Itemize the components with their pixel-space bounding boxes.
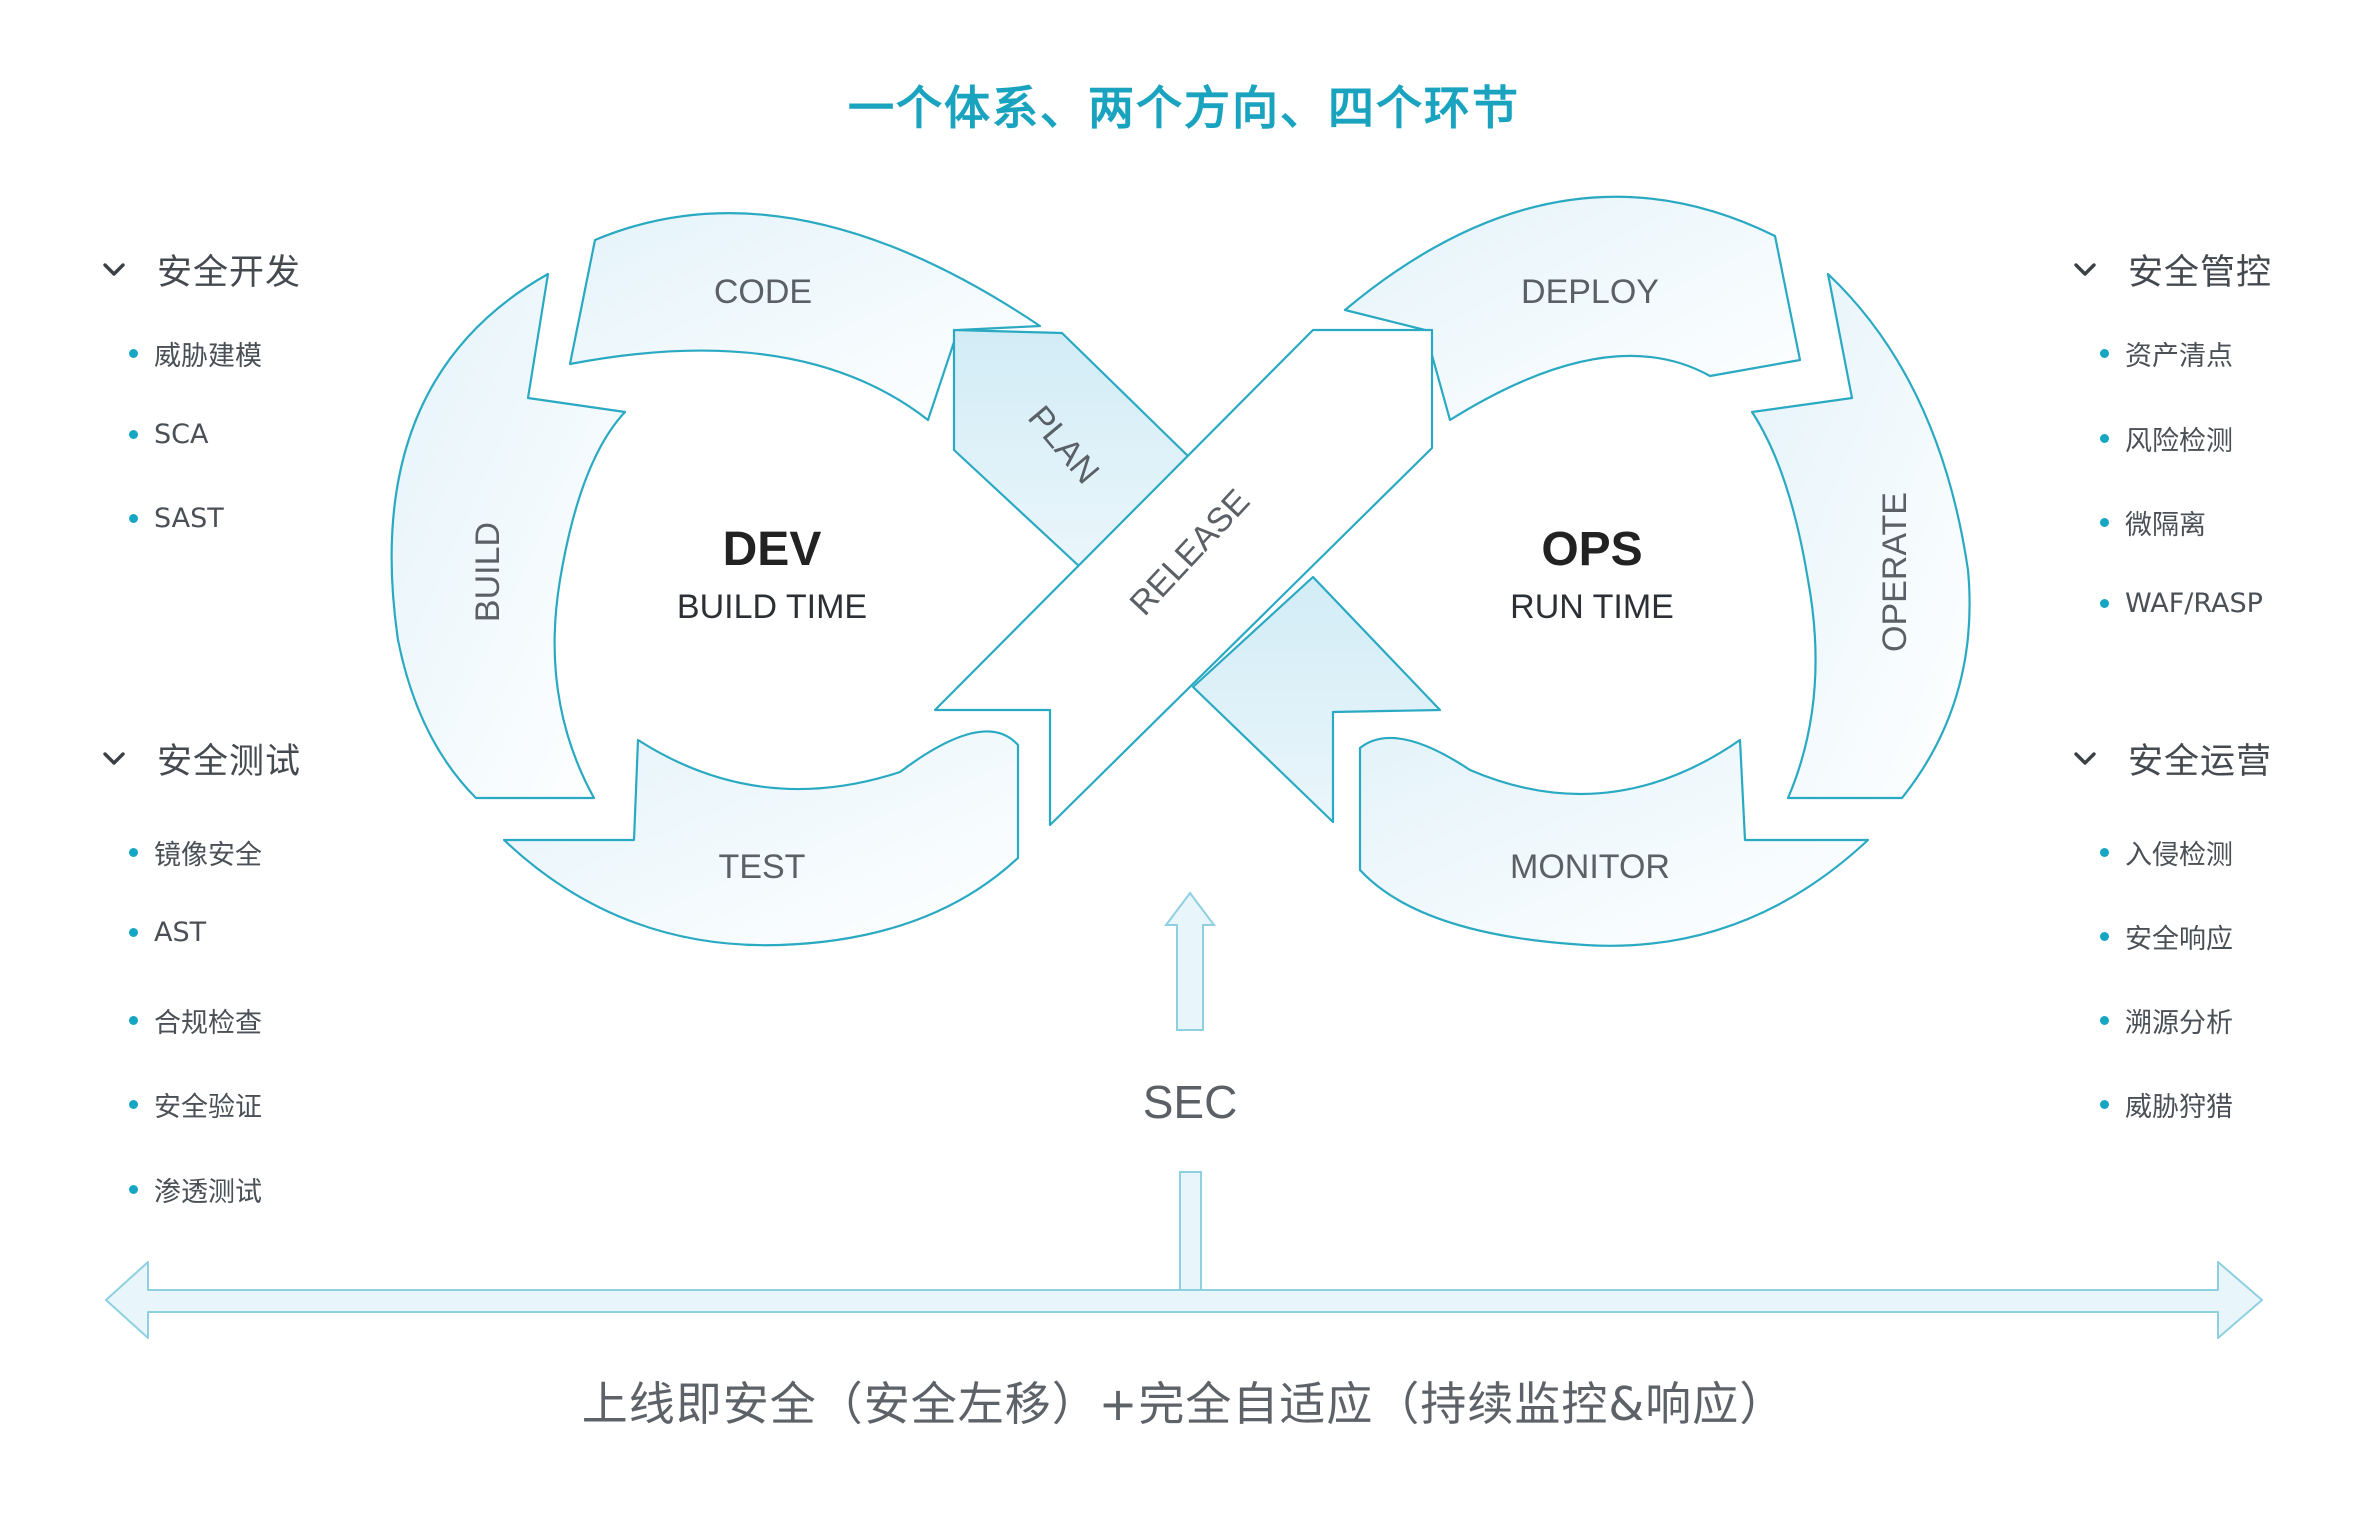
group-security-operations: 安全运营	[2072, 735, 2273, 782]
stage-operate-label: OPERATE	[1876, 492, 1914, 652]
sec-timeline-connector	[1179, 1171, 1202, 1291]
list-item: 溯源分析	[2100, 1001, 2233, 1040]
list-item: 威胁狩猎	[2100, 1085, 2233, 1124]
stage-build-label: BUILD	[469, 522, 507, 622]
list-item-label: 合规检查	[154, 1008, 262, 1039]
release-arrow-band	[933, 328, 1434, 827]
list-item: 镜像安全	[129, 833, 262, 872]
bullet-dot	[129, 514, 138, 523]
bullet-dot	[2100, 1016, 2109, 1025]
list-item: 安全验证	[129, 1085, 262, 1124]
group-header[interactable]: 安全运营	[2072, 735, 2273, 782]
list-item-label: 安全响应	[2125, 924, 2233, 955]
list-item-label: 威胁建模	[154, 341, 262, 372]
list-item-label: WAF/RASP	[2125, 588, 2263, 619]
ops-inbound-arrow-segment	[1191, 575, 1442, 824]
ops-title: OPS	[1541, 523, 1642, 576]
list-item-label: 渗透测试	[154, 1177, 262, 1208]
group-security-control: 安全管控	[2072, 246, 2273, 293]
list-item: 风险检测	[2100, 419, 2233, 458]
list-item-label: 风险检测	[2125, 426, 2233, 457]
build-arrow-segment	[390, 272, 627, 800]
bullet-dot	[2100, 599, 2109, 608]
list-item-label: 溯源分析	[2125, 1008, 2233, 1039]
page-title: 一个体系、两个方向、四个环节	[848, 81, 1520, 135]
list-item: 合规检查	[129, 1001, 262, 1040]
list-item-label: 威胁狩猎	[2125, 1092, 2233, 1123]
bullet-dot	[129, 848, 138, 857]
bullet-dot	[129, 1016, 138, 1025]
deploy-arrow-segment	[1343, 195, 1802, 422]
group-header[interactable]: 安全开发	[101, 246, 302, 293]
group-title: 安全测试	[157, 741, 302, 782]
test-arrow-segment	[502, 730, 1020, 947]
stage-code-label: CODE	[714, 273, 812, 311]
list-item-label: 入侵检测	[2125, 840, 2233, 871]
dev-title: DEV	[723, 523, 822, 576]
stage-test-label: TEST	[719, 848, 806, 886]
bullet-dot	[129, 1100, 138, 1109]
stage-monitor-label: MONITOR	[1510, 848, 1670, 886]
list-item: WAF/RASP	[2100, 588, 2263, 619]
list-item: SAST	[129, 503, 224, 534]
sec-label: SEC	[1143, 1076, 1238, 1128]
chevron-down-icon	[2074, 263, 2096, 276]
bullet-dot	[2100, 518, 2109, 527]
group-secure-development: 安全开发	[101, 246, 302, 293]
code-arrow-segment	[568, 212, 1042, 422]
chevron-down-icon	[2074, 752, 2096, 765]
group-secure-testing: 安全测试	[101, 735, 302, 782]
group-title: 安全管控	[2128, 252, 2273, 293]
chevron-down-icon	[103, 752, 125, 765]
stage-deploy-label: DEPLOY	[1521, 273, 1659, 311]
group-title: 安全开发	[157, 252, 302, 293]
group-title: 安全运营	[2128, 741, 2273, 782]
timeline-double-arrow	[105, 1261, 2263, 1339]
list-item: SCA	[129, 419, 208, 450]
operate-arrow-segment	[1750, 272, 1971, 800]
list-item: 安全响应	[2100, 917, 2233, 956]
list-item: AST	[129, 917, 206, 948]
list-item-label: SCA	[154, 419, 209, 450]
list-item: 资产清点	[2100, 334, 2233, 373]
bullet-dot	[2100, 932, 2109, 941]
ops-subtitle: RUN TIME	[1510, 588, 1674, 626]
list-item-label: 资产清点	[2125, 341, 2233, 372]
monitor-arrow-segment	[1358, 736, 1870, 947]
bullet-dot	[129, 1185, 138, 1194]
list-item-label: AST	[154, 917, 207, 948]
list-item-label: 安全验证	[154, 1092, 262, 1123]
bullet-dot	[2100, 349, 2109, 358]
bullet-dot	[129, 349, 138, 358]
list-item: 微隔离	[2100, 503, 2206, 542]
bullet-dot	[129, 928, 138, 937]
footer-caption: 上线即安全（安全左移）+完全自适应（持续监控&响应）	[581, 1377, 1787, 1431]
chevron-down-icon	[103, 263, 125, 276]
bullet-dot	[129, 430, 138, 439]
list-item-label: 微隔离	[2125, 510, 2206, 541]
bullet-dot	[2100, 434, 2109, 443]
list-item: 渗透测试	[129, 1170, 262, 1209]
bullet-dot	[2100, 848, 2109, 857]
list-item: 威胁建模	[129, 334, 262, 373]
group-header[interactable]: 安全测试	[101, 735, 302, 782]
list-item-label: SAST	[154, 503, 224, 534]
bullet-dot	[2100, 1100, 2109, 1109]
sec-up-arrow	[1164, 891, 1216, 1031]
list-item-label: 镜像安全	[154, 840, 262, 871]
dev-subtitle: BUILD TIME	[677, 588, 867, 626]
list-item: 入侵检测	[2100, 833, 2233, 872]
group-header[interactable]: 安全管控	[2072, 246, 2273, 293]
